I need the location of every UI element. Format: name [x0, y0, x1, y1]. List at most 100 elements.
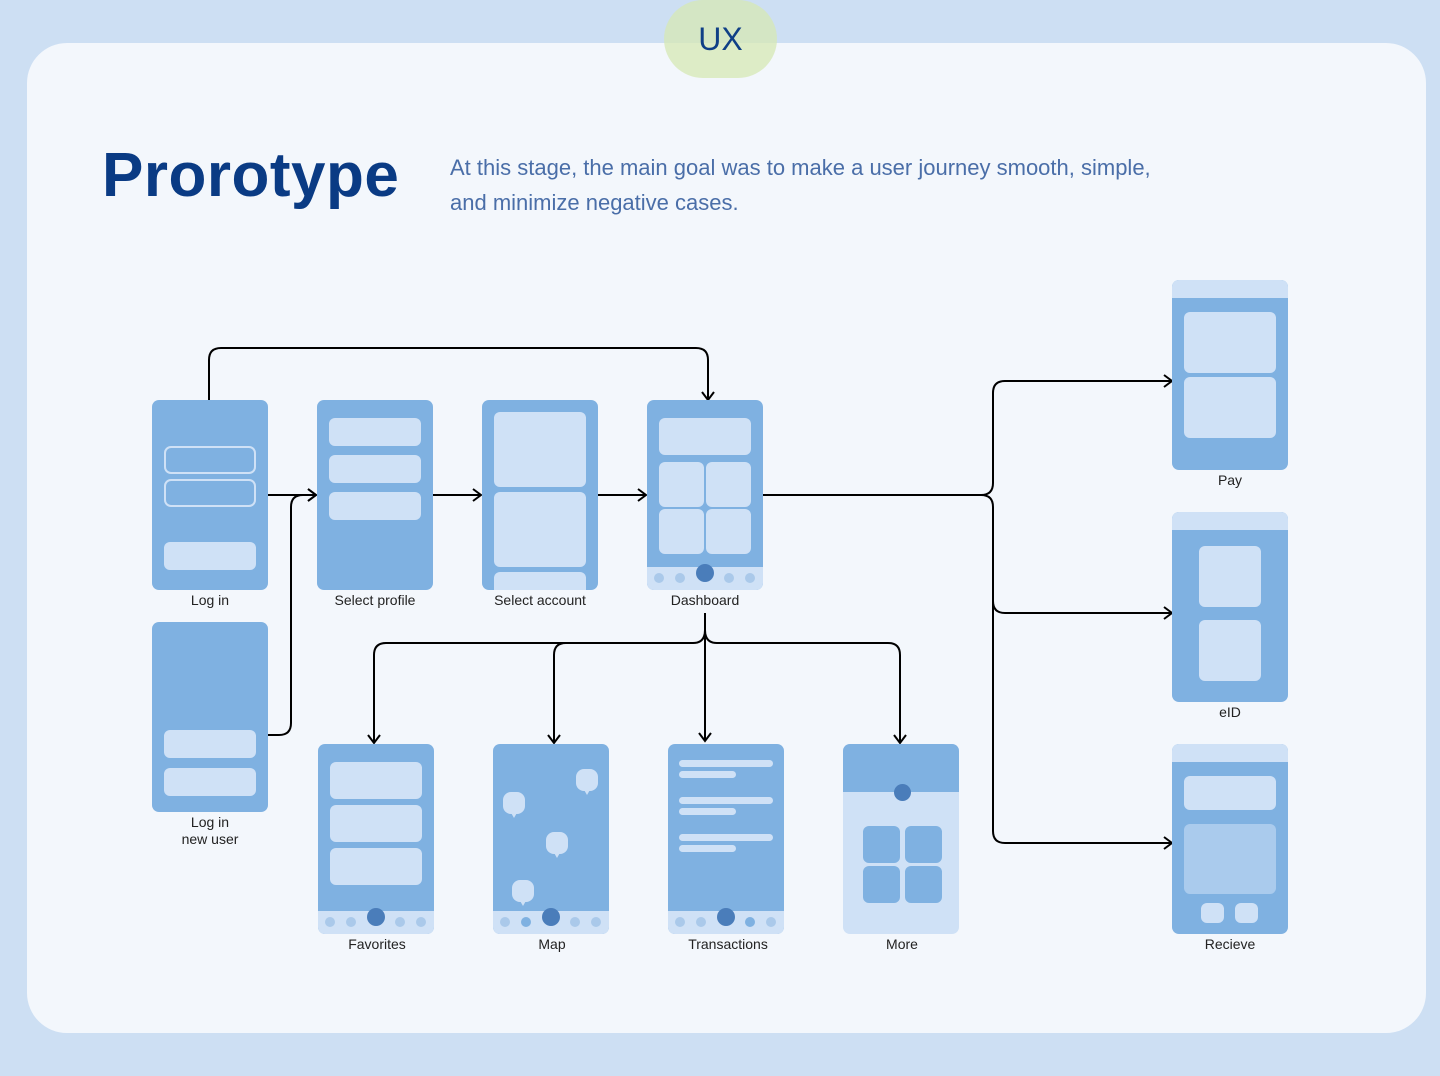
tab-bar [318, 908, 434, 934]
screen-pay[interactable] [1172, 280, 1288, 470]
screen-select-profile[interactable] [317, 400, 433, 590]
tab-dot [766, 917, 776, 927]
label-map: Map [538, 936, 566, 952]
page-subtitle: At this stage, the main goal was to make… [450, 155, 1151, 215]
connector-dashboard-more [704, 629, 907, 745]
connector-login-dashboard [208, 347, 715, 402]
menu-tile [905, 866, 942, 903]
menu-tile [905, 826, 942, 863]
qr-area [1184, 824, 1276, 894]
tab-bar [668, 908, 784, 934]
map-pin-icon [546, 832, 568, 858]
login-button-placeholder [164, 542, 256, 570]
screen-eid[interactable] [1172, 512, 1288, 702]
widget [659, 418, 751, 455]
username-field-placeholder [164, 446, 256, 474]
payment-card [1184, 377, 1276, 438]
tab-dot [395, 917, 405, 927]
screen-more[interactable] [843, 744, 959, 934]
label-line: new user [181, 831, 239, 847]
transaction-line [679, 797, 773, 804]
status-bar [1172, 744, 1288, 762]
screen-favorites[interactable] [318, 744, 434, 934]
profile-item [329, 418, 421, 446]
label-more: More [886, 936, 918, 952]
connector-dashboard-recieve [992, 600, 1174, 850]
map-pin-icon [503, 792, 525, 818]
connector-dashboard-right [763, 374, 1174, 496]
map-pin-icon [576, 769, 598, 795]
label-line: Log in [190, 814, 230, 830]
screen-login-new-user[interactable] [152, 622, 268, 812]
account-card [494, 492, 586, 567]
label-dashboard: Dashboard [670, 592, 740, 608]
password-field-placeholder [164, 479, 256, 507]
tab-bar [647, 564, 763, 590]
screen-select-account[interactable] [482, 400, 598, 590]
profile-item [329, 455, 421, 483]
tab-dot-active [542, 908, 560, 926]
favorite-item [330, 805, 422, 842]
screen-map[interactable] [493, 744, 609, 934]
status-bar [1172, 512, 1288, 530]
tab-dot [696, 917, 706, 927]
tab-dot [724, 573, 734, 583]
avatar [894, 784, 911, 801]
tab-dot [570, 917, 580, 927]
label-login: Log in [190, 592, 230, 608]
tab-dot [416, 917, 426, 927]
tab-dot [325, 917, 335, 927]
tab-dot [675, 573, 685, 583]
connector-dashboard-favorites [367, 629, 706, 745]
ux-badge: UX [664, 0, 777, 78]
tab-dot [500, 917, 510, 927]
transaction-line [679, 760, 773, 767]
button-placeholder [164, 730, 256, 758]
connector-dashboard-eid [980, 494, 1174, 620]
menu-tile [863, 826, 900, 863]
connector-dashboard-map [547, 642, 567, 745]
payment-card [1184, 312, 1276, 373]
connector-newuser-select-profile [268, 488, 318, 736]
label-transactions: Transactions [688, 936, 768, 952]
account-card [494, 572, 586, 590]
amount-field [1184, 776, 1276, 810]
label-select-profile: Select profile [334, 592, 416, 608]
favorite-item [330, 848, 422, 885]
tab-dot [745, 573, 755, 583]
account-card [494, 412, 586, 487]
transaction-line [679, 808, 736, 815]
label-select-account: Select account [494, 592, 586, 608]
profile-item [329, 492, 421, 520]
tab-dot [654, 573, 664, 583]
widget [659, 509, 704, 554]
tab-dot [745, 917, 755, 927]
widget [706, 462, 751, 507]
screen-recieve[interactable] [1172, 744, 1288, 934]
action-button [1201, 903, 1224, 923]
tab-dot [346, 917, 356, 927]
tab-dot [521, 917, 531, 927]
tab-bar [493, 908, 609, 934]
tab-dot [675, 917, 685, 927]
id-card [1199, 546, 1261, 607]
ux-badge-label: UX [698, 20, 743, 57]
label-pay: Pay [1217, 472, 1243, 488]
widget [659, 462, 704, 507]
screen-transactions[interactable] [668, 744, 784, 934]
id-card [1199, 620, 1261, 681]
favorite-item [330, 762, 422, 799]
transaction-line [679, 834, 773, 841]
tab-dot-active [717, 908, 735, 926]
action-button [1235, 903, 1258, 923]
label-login-new-user: Log in new user [130, 814, 290, 848]
tab-dot-active [367, 908, 385, 926]
label-eid: eID [1219, 704, 1241, 720]
page-title: Prorotype [102, 141, 400, 210]
screen-dashboard[interactable] [647, 400, 763, 590]
screen-login[interactable] [152, 400, 268, 590]
transaction-line [679, 771, 736, 778]
transaction-line [679, 845, 736, 852]
map-pin-icon [512, 880, 534, 906]
